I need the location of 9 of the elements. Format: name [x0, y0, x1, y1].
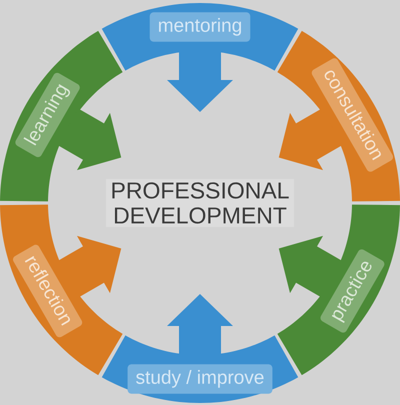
arrow [167, 50, 233, 112]
center-label: PROFESSIONAL DEVELOPMENT [106, 179, 294, 227]
segment-label: mentoring [150, 12, 250, 42]
arrow [167, 294, 233, 356]
arrow [278, 108, 343, 170]
arrow [57, 108, 122, 170]
segment-label: study / improve [128, 364, 272, 394]
arrow [278, 236, 343, 298]
arrow [57, 236, 122, 298]
